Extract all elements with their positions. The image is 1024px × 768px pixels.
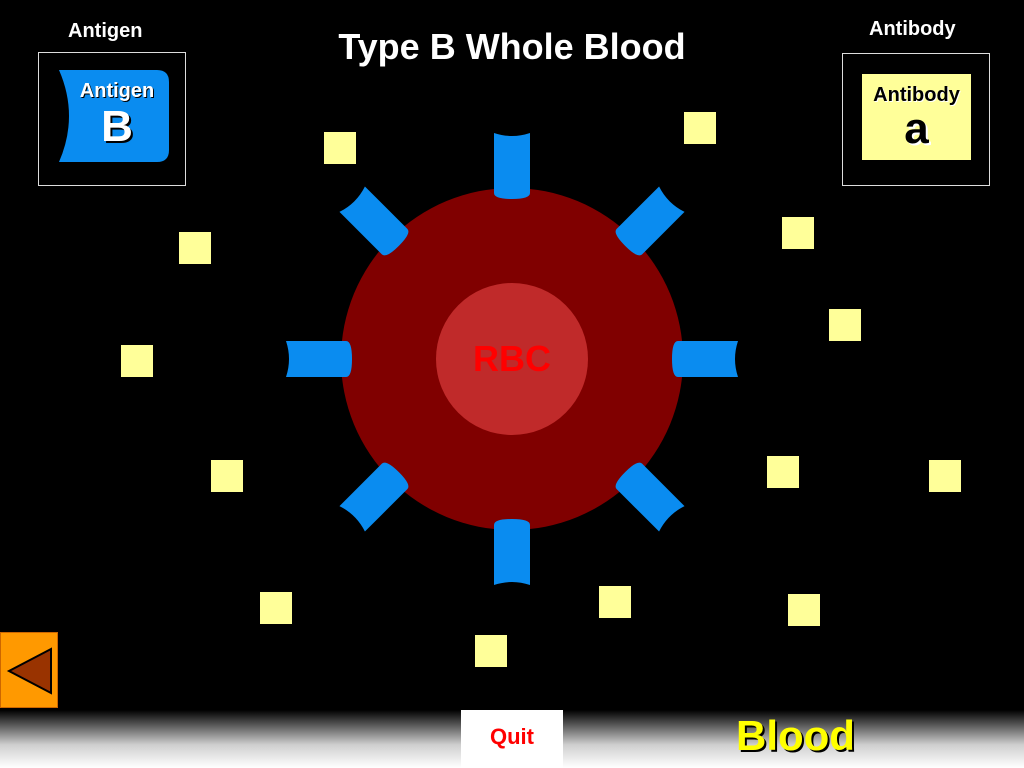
antibody-a-legend: Antibody a: [862, 74, 971, 160]
rbc-label: RBC: [473, 338, 551, 379]
antigen-legend-letter: B: [101, 102, 133, 151]
red-blood-cell-nucleus: [436, 283, 588, 435]
back-button[interactable]: [0, 632, 58, 708]
antibody-a-particle: [929, 460, 961, 492]
antibody-a-particle: [475, 635, 507, 667]
antibody-a-particle: [788, 594, 820, 626]
antigen-shape-icon: [59, 70, 169, 162]
antibody-a-particle: [211, 460, 243, 492]
antigen-legend-box: Antigen B: [38, 52, 186, 186]
antigen-header: Antigen: [68, 20, 143, 42]
antibody-legend-label: Antibody: [873, 84, 960, 106]
antigen-receptor: [494, 133, 530, 199]
antibody-a-particle: [684, 112, 716, 144]
antibody-a-particle: [829, 309, 861, 341]
antibody-a-particle: [767, 456, 799, 488]
antigen-receptor: [494, 519, 530, 585]
antibody-particles: [121, 112, 961, 667]
blood-diagram: [121, 112, 961, 667]
antigen-receptors: [286, 133, 738, 585]
antigen-receptor: [339, 462, 409, 532]
antibody-a-particle: [179, 232, 211, 264]
left-triangle-icon: [6, 647, 52, 695]
antigen-receptor: [615, 462, 685, 532]
quit-button[interactable]: Quit: [461, 710, 563, 768]
antibody-legend-box: Antibody a: [842, 53, 990, 186]
antigen-receptor: [615, 186, 685, 256]
antibody-a-particle: [260, 592, 292, 624]
antibody-a-particle: [599, 586, 631, 618]
antigen-b-legend: Antigen B: [57, 70, 169, 162]
antibody-a-particle: [782, 217, 814, 249]
antigen-receptor: [672, 341, 738, 377]
page-title: Type B Whole Blood: [338, 26, 686, 67]
blood-label: Blood: [736, 712, 855, 759]
antibody-a-particle: [121, 345, 153, 377]
antigen-receptor: [339, 186, 409, 256]
antibody-a-particle: [324, 132, 356, 164]
antigen-receptor: [286, 341, 352, 377]
antibody-header: Antibody: [869, 18, 956, 40]
antigen-legend-label: Antigen: [79, 80, 155, 102]
antibody-legend-letter: a: [904, 104, 929, 153]
